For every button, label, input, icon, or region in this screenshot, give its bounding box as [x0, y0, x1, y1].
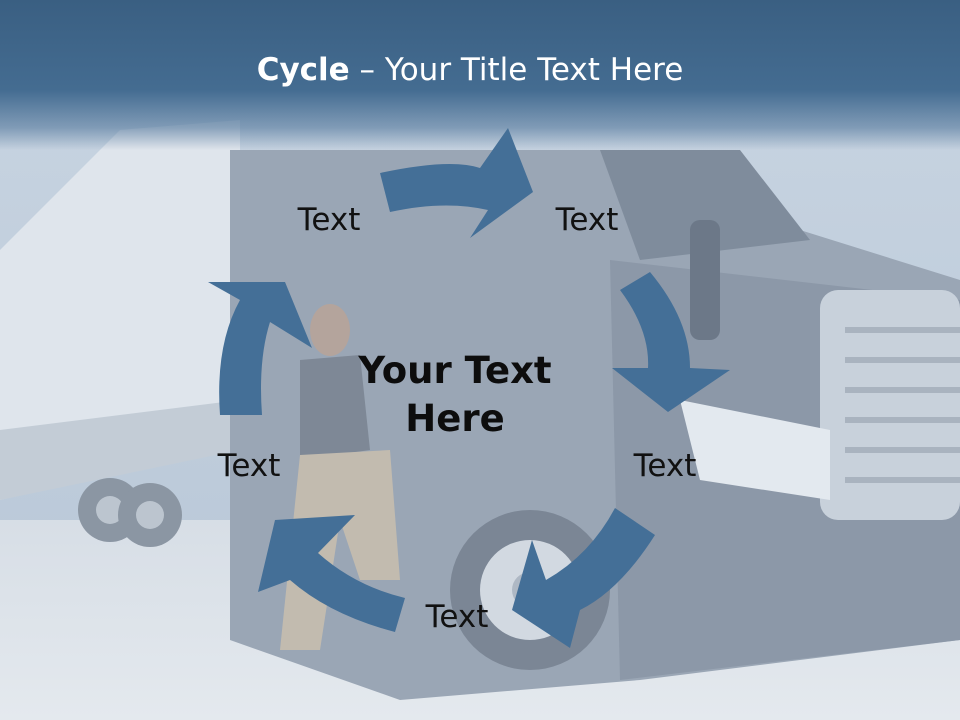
- slide-title: Cycle – Your Title Text Here: [0, 52, 940, 88]
- cycle-label-top-right: Text: [555, 202, 619, 238]
- cycle-label-top-left: Text: [297, 202, 361, 238]
- cycle-arrow-top: [380, 128, 533, 238]
- center-text-line2: Here: [405, 397, 505, 440]
- center-text: Your Text Here: [335, 347, 575, 443]
- cycle-label-right: Text: [633, 448, 697, 484]
- cycle-label-left: Text: [217, 448, 281, 484]
- title-rest: – Your Title Text Here: [349, 52, 684, 88]
- cycle-arrow-bottom-right: [512, 508, 655, 648]
- title-band: [0, 0, 960, 150]
- title-bold: Cycle: [256, 52, 350, 88]
- cycle-arrow-right: [612, 272, 730, 412]
- cycle-arrow-left: [208, 282, 312, 415]
- cycle-arrow-bottom-left: [258, 515, 405, 632]
- center-text-line1: Your Text: [358, 348, 552, 392]
- cycle-label-bottom: Text: [425, 599, 489, 635]
